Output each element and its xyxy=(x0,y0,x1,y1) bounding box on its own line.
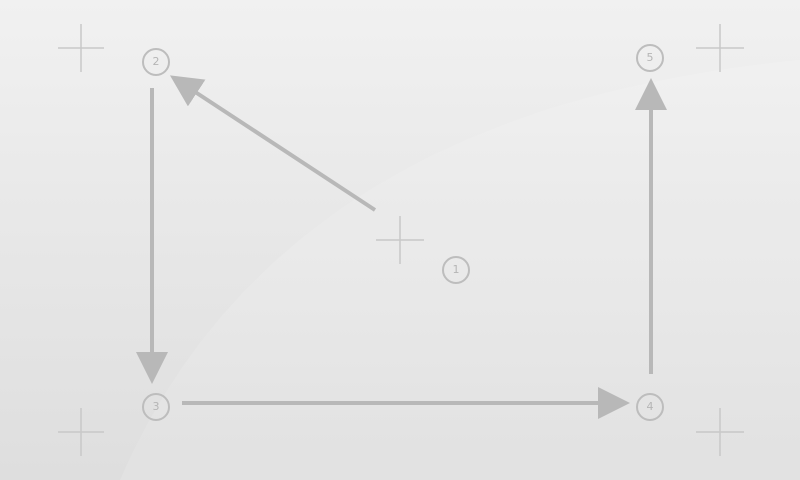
crosshair-top-right[interactable] xyxy=(696,24,744,72)
crosshair-top-left[interactable] xyxy=(58,24,104,72)
step-2-circle xyxy=(142,48,170,76)
step-3-circle xyxy=(142,393,170,421)
step-1-circle xyxy=(442,256,470,284)
step-5-circle xyxy=(636,44,664,72)
crosshair-center[interactable] xyxy=(376,216,424,264)
step-4-circle xyxy=(636,393,664,421)
crosshair-bottom-right[interactable] xyxy=(696,408,744,456)
background-sheen xyxy=(120,60,800,480)
arrow-1-to-2 xyxy=(169,75,377,212)
crosshair-bottom-left[interactable] xyxy=(58,408,104,456)
